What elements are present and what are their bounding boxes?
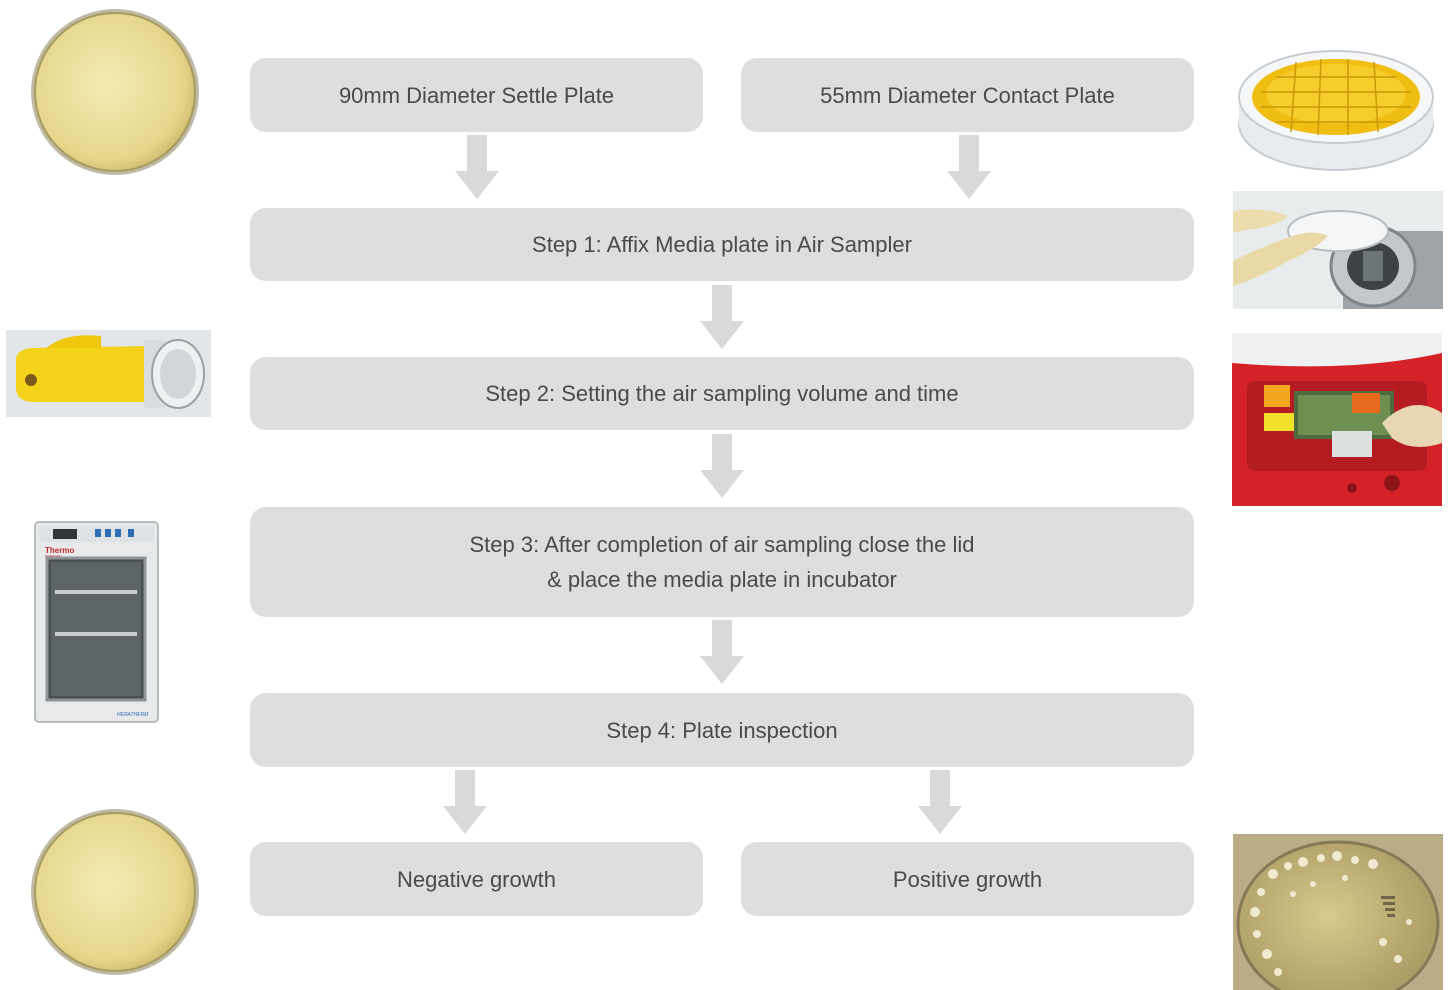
- step1-box: Step 1: Affix Media plate in Air Sampler: [250, 208, 1194, 281]
- arrow-contact-to-step1: [947, 135, 991, 199]
- negative-growth-label: Negative growth: [397, 866, 556, 892]
- arrow-settle-to-step1: [455, 135, 499, 199]
- air-sampler-hand-image: [1233, 191, 1443, 309]
- positive-growth-label: Positive growth: [892, 866, 1043, 892]
- incubator-brand-text: Thermo: [45, 546, 74, 555]
- negative-plate-image: [30, 808, 200, 976]
- settle-plate-image: [30, 8, 200, 176]
- incubator-brand-subtitle: SCIENTIFIC: [45, 554, 63, 558]
- contact-plate-image: [1236, 42, 1436, 172]
- step3-label-line2: & place the media plate in incubator: [547, 567, 897, 592]
- settle-plate-box: 90mm Diameter Settle Plate: [250, 58, 703, 132]
- step1-label: Step 1: Affix Media plate in Air Sampler: [532, 232, 912, 257]
- settle-plate-label: 90mm Diameter Settle Plate: [338, 82, 615, 108]
- contact-plate-label: 55mm Diameter Contact Plate: [820, 82, 1115, 108]
- step4-box: Step 4: Plate inspection: [250, 693, 1194, 767]
- step3-box: Step 3: After completion of air sampling…: [250, 507, 1194, 617]
- step3-label-line1: Step 3: After completion of air sampling…: [469, 532, 975, 557]
- negative-growth-box: Negative growth: [250, 842, 703, 916]
- arrow-step3-to-step4: [700, 620, 744, 684]
- step2-label: Step 2: Setting the air sampling volume …: [485, 381, 959, 406]
- contact-plate-box: 55mm Diameter Contact Plate: [741, 58, 1194, 132]
- arrow-step4-to-positive: [918, 770, 962, 834]
- incubator-image: Thermo SCIENTIFIC HERATHERM: [33, 520, 160, 725]
- arrow-step2-to-step3: [700, 434, 744, 498]
- positive-growth-box: Positive growth: [741, 842, 1194, 916]
- arrow-step4-to-negative: [443, 770, 487, 834]
- step4-label: Step 4: Plate inspection: [606, 717, 838, 743]
- positive-plate-image: [1233, 834, 1443, 990]
- sampler-control-panel-image: [1232, 333, 1442, 506]
- yellow-air-sampler-image: [6, 330, 211, 417]
- incubator-model-text: HERATHERM: [117, 712, 149, 718]
- arrow-step1-to-step2: [700, 285, 744, 349]
- step2-box: Step 2: Setting the air sampling volume …: [250, 357, 1194, 430]
